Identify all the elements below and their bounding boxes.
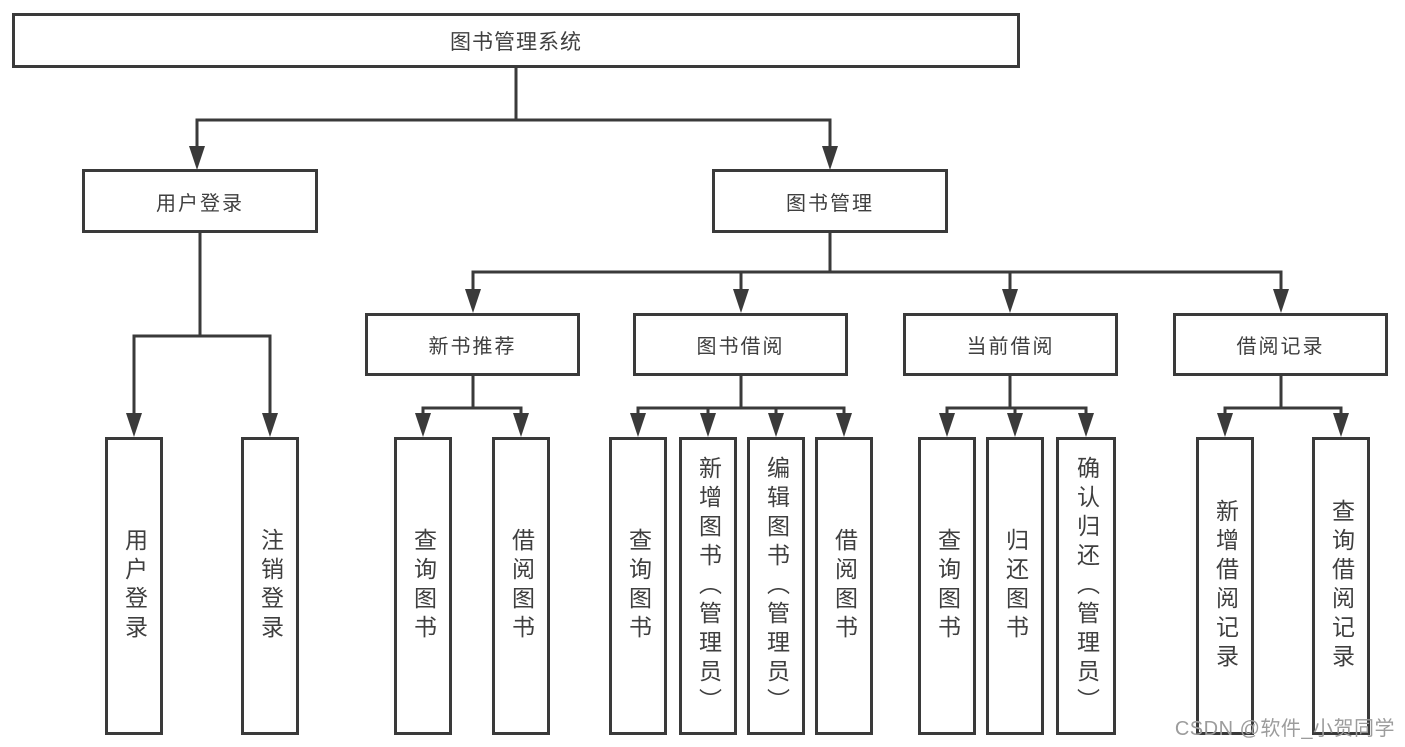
csdn-watermark: CSDN @软件_小贺同学 <box>1174 718 1395 740</box>
node-label: 当前借阅 <box>966 336 1055 358</box>
node-label: 归还图书 <box>1002 528 1029 644</box>
leaf-query-books-borrowing: 查询图书 <box>609 437 667 735</box>
node-label: 用户登录 <box>156 192 244 215</box>
node-label: 新书推荐 <box>428 336 517 358</box>
node-label: 新增图书（管理员） <box>695 455 722 717</box>
node-label: 新增借阅记录 <box>1212 499 1239 673</box>
leaf-confirm-return-admin: 确认归还（管理员） <box>1056 437 1116 735</box>
node-label: 图书管理 <box>786 192 874 215</box>
node-label: 确认归还（管理员） <box>1073 455 1100 717</box>
arrowheads <box>126 146 1349 437</box>
leaf-query-borrow-record: 查询借阅记录 <box>1312 437 1370 735</box>
node-label: 借阅图书 <box>508 528 535 644</box>
node-label: 编辑图书（管理员） <box>763 455 790 717</box>
node-label: 查询借阅记录 <box>1328 499 1355 673</box>
node-label: 图书管理系统 <box>450 30 582 54</box>
leaf-user-login: 用户登录 <box>105 437 163 735</box>
node-new-book-recommend: 新书推荐 <box>365 313 580 376</box>
leaf-borrow-books-borrowing: 借阅图书 <box>815 437 873 735</box>
node-label: 查询图书 <box>625 528 652 644</box>
node-label: 图书借阅 <box>696 336 785 358</box>
node-user-login: 用户登录 <box>82 169 318 233</box>
leaf-return-books: 归还图书 <box>986 437 1044 735</box>
node-label: 用户登录 <box>121 528 148 644</box>
leaf-add-borrow-record: 新增借阅记录 <box>1196 437 1254 735</box>
leaf-edit-books-admin: 编辑图书（管理员） <box>747 437 805 735</box>
leaf-add-books-admin: 新增图书（管理员） <box>679 437 737 735</box>
node-label: 借阅记录 <box>1236 336 1325 358</box>
leaf-logout: 注销登录 <box>241 437 299 735</box>
node-label: 注销登录 <box>257 528 284 644</box>
node-label: 查询图书 <box>410 528 437 644</box>
connector-strokes <box>132 68 1343 416</box>
node-borrowing-records: 借阅记录 <box>1173 313 1388 376</box>
node-label: 查询图书 <box>934 528 961 644</box>
leaf-query-books-recommend: 查询图书 <box>394 437 452 735</box>
node-library-system: 图书管理系统 <box>12 13 1020 68</box>
node-book-borrowing: 图书借阅 <box>633 313 848 376</box>
node-label: 借阅图书 <box>831 528 858 644</box>
node-current-borrowing: 当前借阅 <box>903 313 1118 376</box>
leaf-borrow-books-recommend: 借阅图书 <box>492 437 550 735</box>
node-book-management: 图书管理 <box>712 169 948 233</box>
leaf-query-books-current: 查询图书 <box>918 437 976 735</box>
